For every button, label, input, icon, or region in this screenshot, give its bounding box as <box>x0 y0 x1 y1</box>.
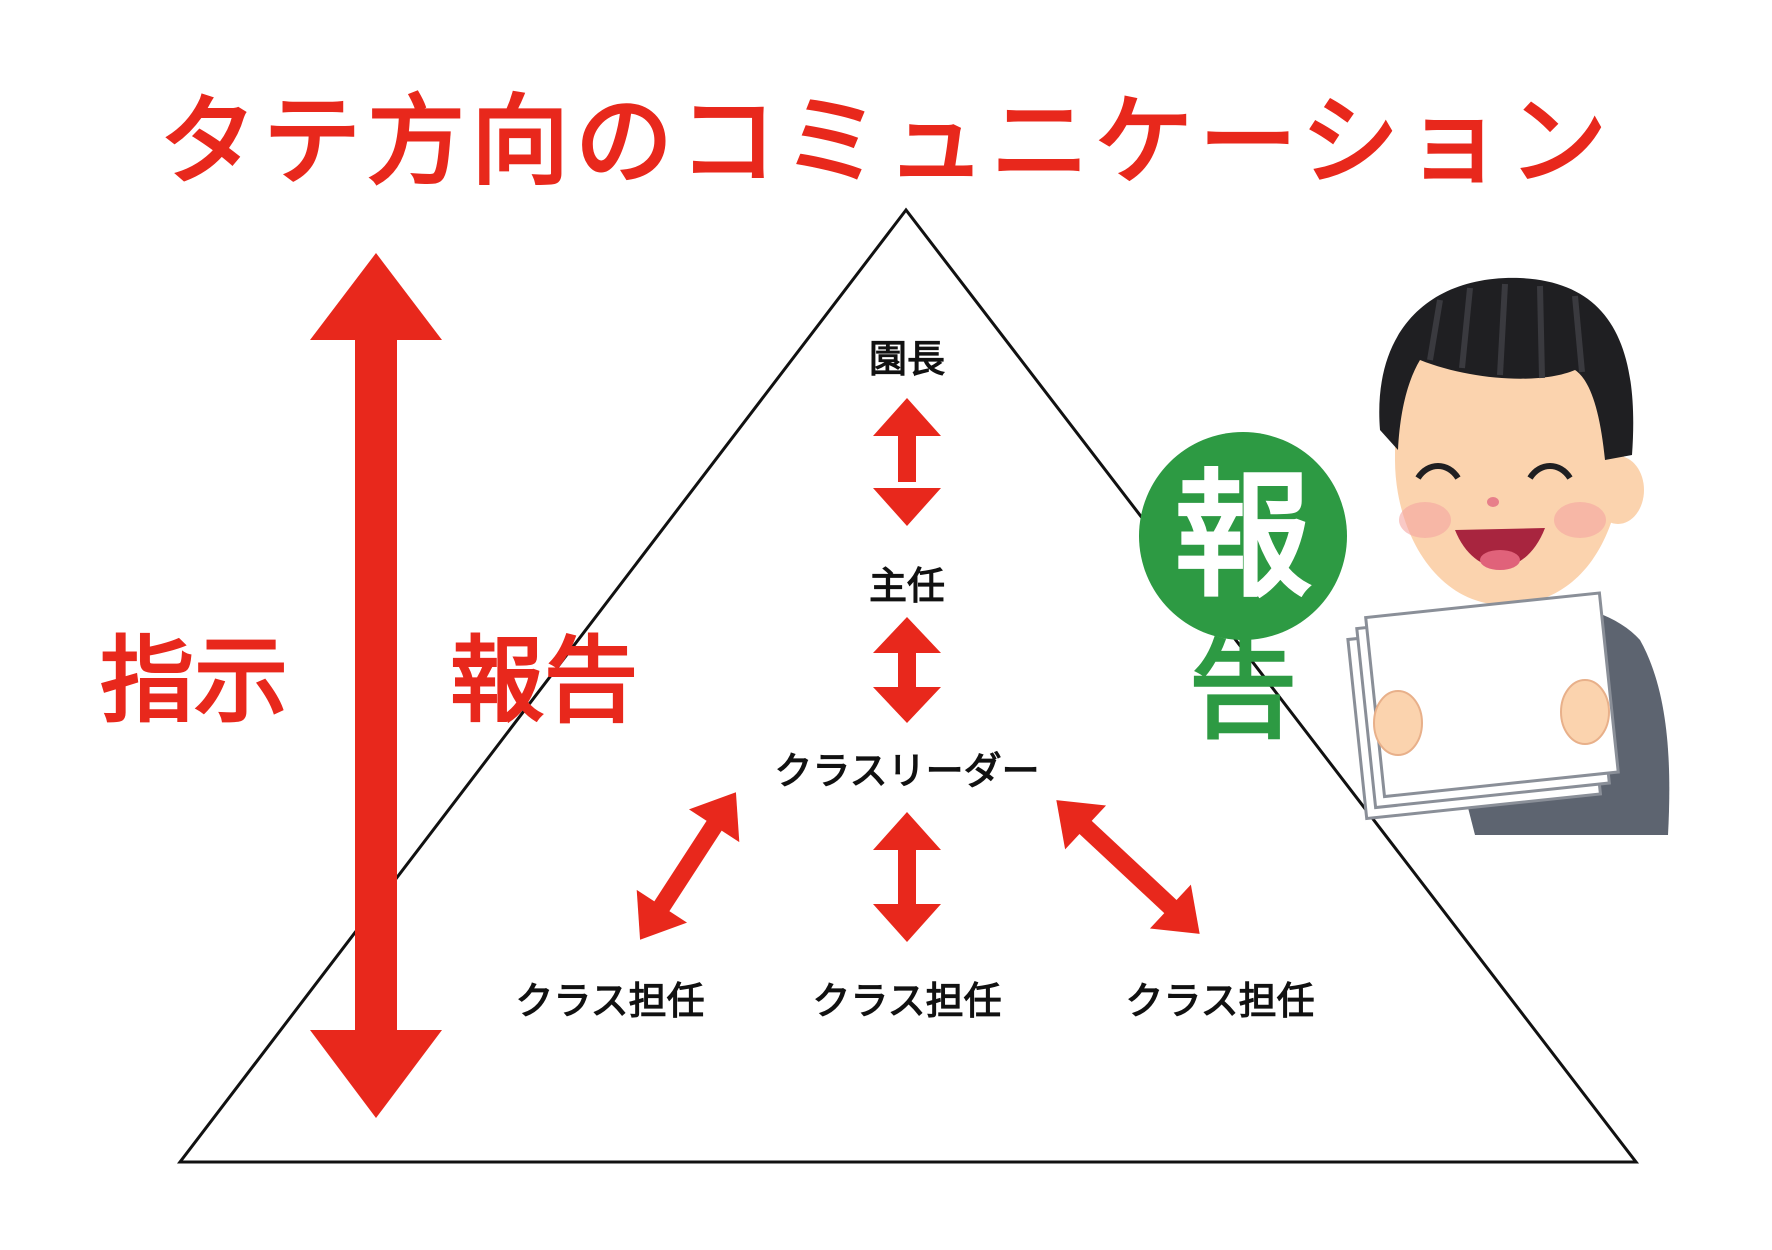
page-title: タテ方向のコミュニケーション <box>158 85 1614 199</box>
report-label: 報告 <box>450 627 639 736</box>
stamp-below-character: 告 <box>1188 629 1297 754</box>
businessman-illustration <box>1346 277 1670 835</box>
big-double-arrow-icon <box>310 253 442 1118</box>
pyramid-triangle <box>176 207 1640 1164</box>
arrow-leader-teacher-right-icon <box>1056 800 1200 934</box>
node-director: 園長 <box>868 337 945 381</box>
node-class-teacher-center: クラス担任 <box>812 979 1002 1023</box>
node-class-teacher-left: クラス担任 <box>515 979 705 1023</box>
arrow-leader-teacher-left-icon <box>636 792 740 940</box>
node-class-leader: クラスリーダー <box>774 749 1040 793</box>
node-chief: 主任 <box>868 564 945 608</box>
arrow-chief-leader-icon <box>873 617 941 723</box>
arrow-leader-teacher-center-icon <box>873 812 941 942</box>
report-stamp-circle <box>1139 432 1347 640</box>
arrow-director-chief-icon <box>873 398 941 526</box>
stamp-circle-character: 報 <box>1173 456 1312 617</box>
instruction-label: 指示 <box>100 627 289 736</box>
node-class-teacher-right: クラス担任 <box>1125 979 1315 1023</box>
